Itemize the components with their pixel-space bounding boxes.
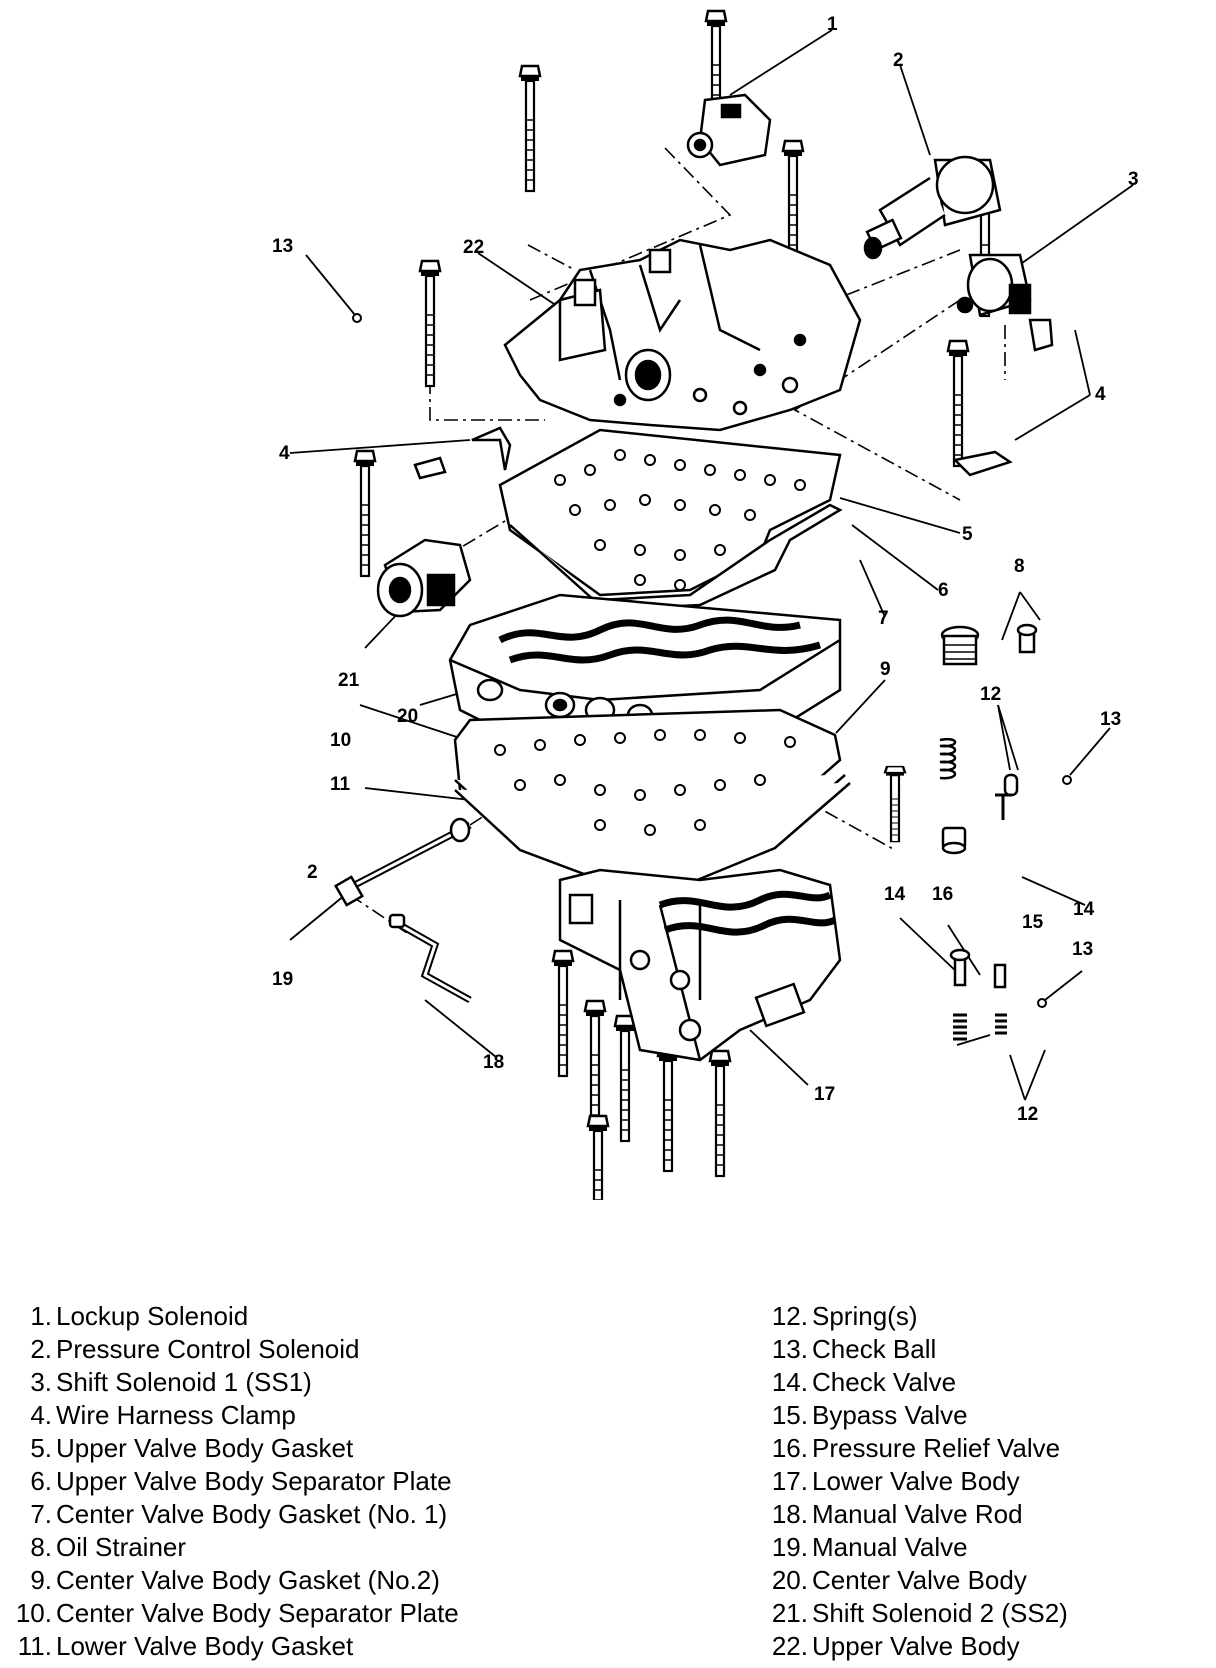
legend-item: 16.Pressure Relief Valve [771,1433,1061,1463]
callout-2-manual: 2 [307,862,318,883]
callout-4-left: 4 [279,443,290,464]
legend-item: 10.Center Valve Body Separator Plate [15,1598,459,1628]
legend-item: 18.Manual Valve Rod [771,1499,1023,1529]
callout-12-a: 12 [980,684,1001,705]
callout-9: 9 [880,659,891,680]
callout-20: 20 [397,706,418,727]
callout-8: 8 [1014,556,1025,577]
legend-item: 9.Center Valve Body Gasket (No.2) [30,1565,440,1595]
legend-item: 19.Manual Valve [771,1532,968,1562]
callout-1: 1 [827,14,838,35]
callout-13-c: 13 [1072,939,1093,960]
callout-7: 7 [878,608,889,629]
legend-item: 12.Spring(s) [771,1301,918,1331]
legend-item: 2.Pressure Control Solenoid [30,1334,360,1364]
legend-item: 5.Upper Valve Body Gasket [30,1433,354,1463]
legend-item: 1.Lockup Solenoid [30,1301,249,1331]
callout-13-a: 13 [272,236,293,257]
legend-right-column: 12.Spring(s) 13.Check Ball 14.Check Valv… [756,1300,1068,1663]
legend-item: 8.Oil Strainer [30,1532,187,1562]
callout-11: 11 [330,774,351,795]
callout-10: 10 [330,730,351,751]
callout-12-b: 12 [1017,1104,1038,1125]
legend-item: 4.Wire Harness Clamp [30,1400,296,1430]
callout-22: 22 [463,237,484,258]
callout-13-b: 13 [1100,709,1121,730]
callout-14-a: 14 [884,884,906,905]
callout-16: 16 [932,884,953,905]
callout-2: 2 [893,50,904,71]
legend-item: 13.Check Ball [771,1334,937,1364]
legend-item: 21.Shift Solenoid 2 (SS2) [771,1598,1068,1628]
legend-item: 20.Center Valve Body [771,1565,1027,1595]
legend-item: 22.Upper Valve Body [771,1631,1020,1661]
legend-item: 14.Check Valve [771,1367,957,1397]
callout-14-b: 14 [1073,899,1095,920]
legend-item: 17.Lower Valve Body [771,1466,1020,1496]
legend-item: 6.Upper Valve Body Separator Plate [30,1466,452,1496]
legend-item: 7.Center Valve Body Gasket (No. 1) [30,1499,448,1529]
legend-item: 3.Shift Solenoid 1 (SS1) [30,1367,312,1397]
callout-18: 18 [483,1052,504,1073]
callout-19: 19 [272,969,293,990]
valve-body-exploded-diagram: 1 2 3 13 22 4 4 5 6 8 7 21 9 12 20 13 10… [272,9,1139,1200]
callout-17: 17 [814,1084,835,1105]
legend-left-column: 1.Lockup Solenoid 2.Pressure Control Sol… [0,1300,459,1663]
legend-item: 11.Lower Valve Body Gasket [17,1631,354,1661]
callout-15: 15 [1022,912,1044,933]
callout-3: 3 [1128,169,1139,190]
callout-21: 21 [338,670,360,691]
callout-6: 6 [938,580,949,601]
legend-item: 15.Bypass Valve [771,1400,968,1430]
callout-5: 5 [962,524,973,545]
callout-4-right: 4 [1095,384,1106,405]
